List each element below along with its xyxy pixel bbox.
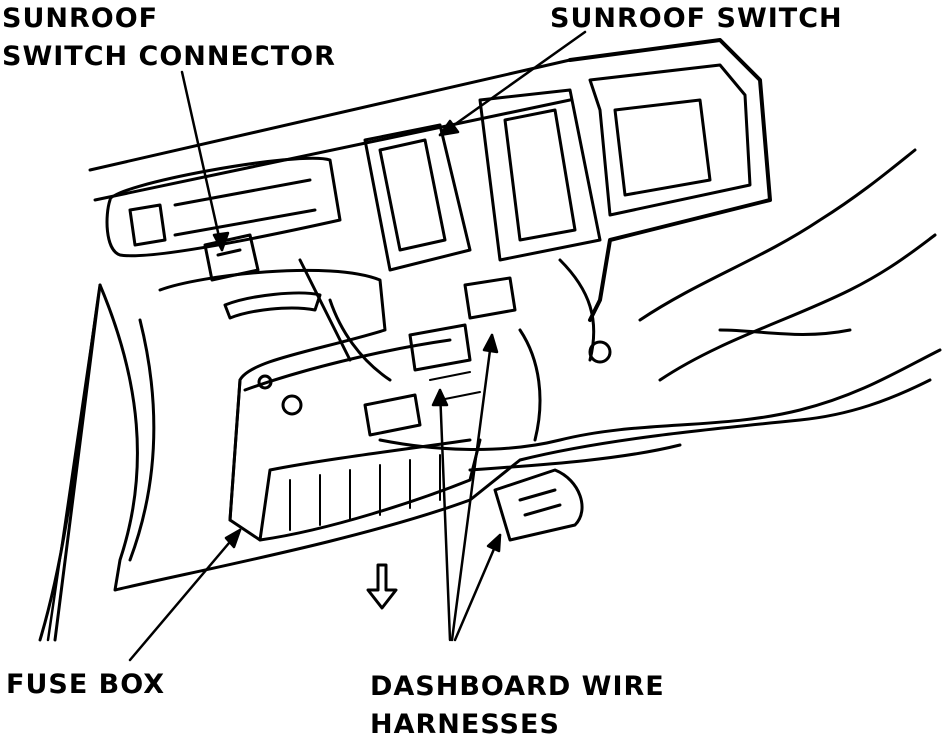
- fuse-box-slot: [223, 291, 322, 320]
- label-fuse-box: FUSE BOX: [6, 666, 165, 704]
- harness-connector: [363, 393, 422, 437]
- bolt: [257, 374, 273, 390]
- dashboard-lower-panel: [98, 283, 932, 592]
- vent-inner: [613, 98, 712, 197]
- label-sunroof-switch-connector: SUNROOF SWITCH CONNECTOR: [2, 0, 336, 76]
- panel-inner-edge: [128, 318, 156, 562]
- harness-connector: [493, 468, 584, 542]
- label-dashboard-wire-harnesses: DASHBOARD WIRE HARNESSES: [370, 668, 665, 744]
- switch-connector: [203, 233, 260, 282]
- harness-connector: [463, 276, 517, 320]
- center-console: [568, 38, 772, 322]
- down-arrow-icon: [366, 563, 398, 610]
- label-line: HARNESSES: [370, 709, 560, 740]
- label-line: SUNROOF SWITCH: [550, 3, 843, 34]
- bolt: [281, 394, 303, 416]
- wire-harness: [468, 443, 682, 472]
- label-line: DASHBOARD WIRE: [370, 671, 665, 702]
- label-line: SWITCH CONNECTOR: [2, 41, 336, 72]
- harness-connector: [408, 323, 472, 372]
- vent-frame: [588, 63, 752, 217]
- label-sunroof-switch: SUNROOF SWITCH: [550, 0, 843, 38]
- wire-harness: [378, 348, 942, 451]
- leader-lines: [46, 30, 587, 662]
- fuse-box-front: [228, 338, 452, 522]
- bolt: [588, 340, 612, 364]
- dashboard-upper-edge: [88, 58, 572, 202]
- sunroof-switch-housing: [363, 123, 472, 272]
- console-side: [478, 88, 602, 262]
- label-line: FUSE BOX: [6, 669, 166, 700]
- left-vent: [105, 156, 342, 258]
- label-line: SUNROOF: [2, 3, 159, 34]
